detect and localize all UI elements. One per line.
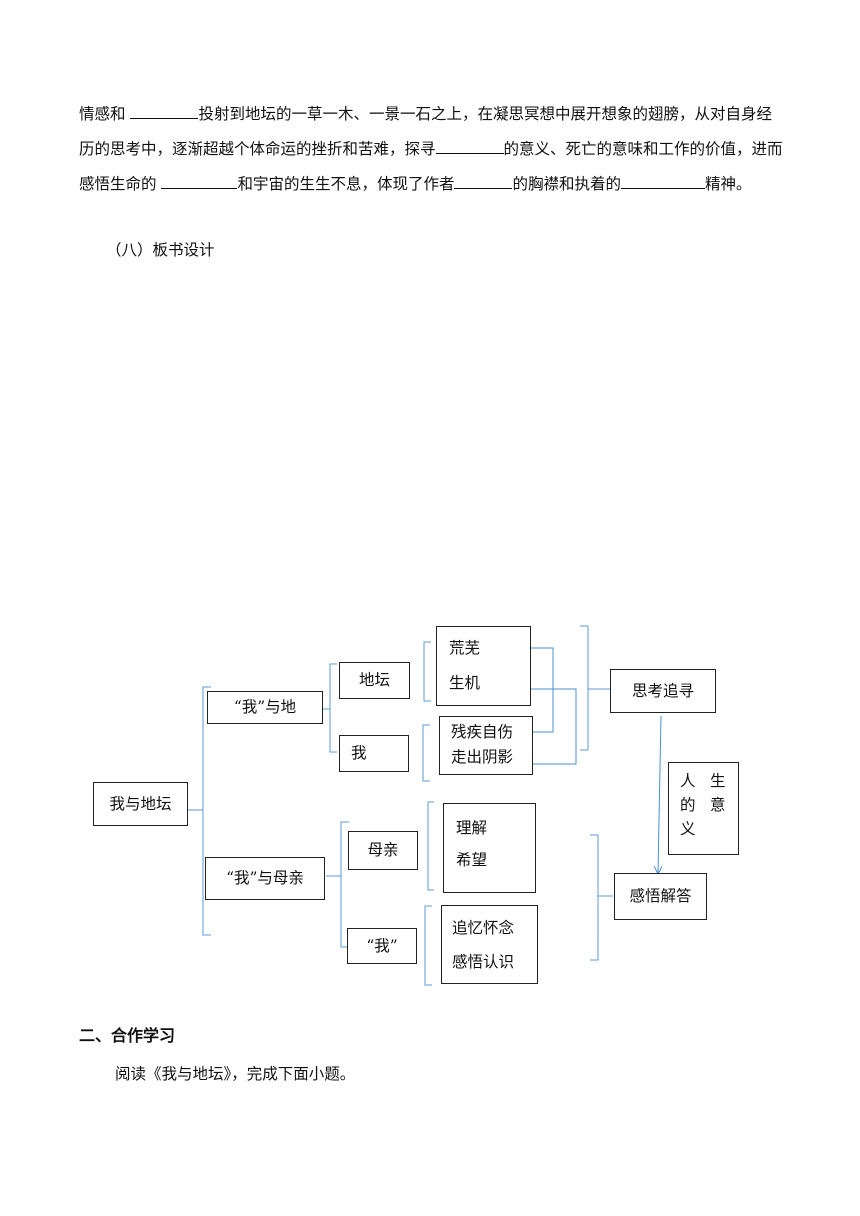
box-wo-2: “我” [347, 928, 417, 964]
box-char: 义 [680, 820, 696, 838]
box-char: 生 [710, 772, 726, 790]
box-lijie-xiwang: 理解 希望 [443, 803, 536, 893]
answer-blank[interactable] [130, 100, 199, 119]
box-rensheng-yiyi: 人 生 的 意 义 [668, 762, 739, 855]
box-char: 意 [710, 796, 726, 814]
box-canji-zouchu: 残疾自伤 走出阴影 [439, 716, 533, 775]
bracket-muqin [427, 801, 434, 891]
branch-label: “我”与地 [233, 698, 297, 717]
answer-blank[interactable] [161, 170, 238, 189]
box-char: 的 [680, 796, 696, 814]
box-char: 人 [680, 772, 696, 790]
box-huangwu-shengji: 荒芜 生机 [436, 626, 531, 706]
box-label: 追忆怀念 [452, 919, 515, 937]
box-label: 荒芜 [449, 639, 481, 657]
paragraph-text: 投射到地坛的一草一木、一景一石之上，在凝思冥想中展开想象的翅膀，从对自身经历的思… [79, 105, 772, 158]
box-label: 残疾自伤 [451, 723, 514, 741]
box-ditan: 地坛 [339, 662, 410, 699]
bracket-sikao [580, 625, 589, 751]
box-label: 理解 [456, 819, 488, 837]
box-label: 我 [351, 744, 367, 763]
box-label: 母亲 [367, 841, 399, 860]
box-label: 地坛 [358, 671, 390, 690]
paragraph-text: 的意义、死亡的意味和工作的价值，进而感悟生命的 [79, 140, 783, 193]
answer-blank[interactable] [454, 170, 513, 189]
bracket-ditan [423, 641, 431, 702]
arrow-sikao-to-ganwu [658, 715, 661, 873]
root-label: 我与地坛 [109, 794, 172, 813]
bracket-wo [422, 724, 430, 782]
fill-in-paragraph: 情感和 投射到地坛的一草一木、一景一石之上，在凝思冥想中展开想象的翅膀，从对自身… [79, 97, 785, 202]
bracket-wo2 [424, 905, 432, 986]
branch-box-wo-yu-muqin: “我”与母亲 [205, 857, 325, 900]
paragraph-text: 的胸襟和执着的 [512, 175, 621, 193]
answer-blank[interactable] [620, 170, 705, 189]
paragraph-text: 和宇宙的生生不息，体现了作者 [237, 175, 455, 193]
bracket-ganwu [590, 834, 599, 961]
instruction-text: 阅读《我与地坛》，完成下面小题。 [115, 1065, 356, 1083]
box-label: 希望 [456, 851, 488, 869]
section-heading-cooperative-learning: 二、合作学习 [79, 1026, 176, 1045]
box-label: 走出阴影 [451, 748, 514, 766]
root-box: 我与地坛 [93, 782, 188, 826]
section-heading-board-design: （八）板书设计 [106, 241, 215, 259]
answer-blank[interactable] [435, 135, 504, 154]
box-sikao-zhuixun: 思考追寻 [610, 669, 716, 713]
box-label: 思考追寻 [631, 681, 694, 700]
box-label: “我” [366, 936, 398, 955]
bracket-branch1 [329, 663, 337, 753]
branch-box-wo-yu-di: “我”与地 [207, 691, 323, 724]
box-ganwu-jieda: 感悟解答 [614, 873, 707, 920]
paragraph-text: 情感和 [79, 105, 131, 123]
box-label: 生机 [449, 674, 481, 692]
box-label: 感悟解答 [629, 887, 692, 906]
box-zhuiyi-ganwu: 追忆怀念 感悟认识 [441, 905, 538, 984]
paragraph-text: 精神。 [704, 175, 752, 193]
box-muqin: 母亲 [348, 831, 418, 870]
branch-label: “我”与母亲 [226, 869, 304, 888]
box-label: 感悟认识 [452, 953, 515, 971]
box-wo: 我 [339, 735, 409, 772]
